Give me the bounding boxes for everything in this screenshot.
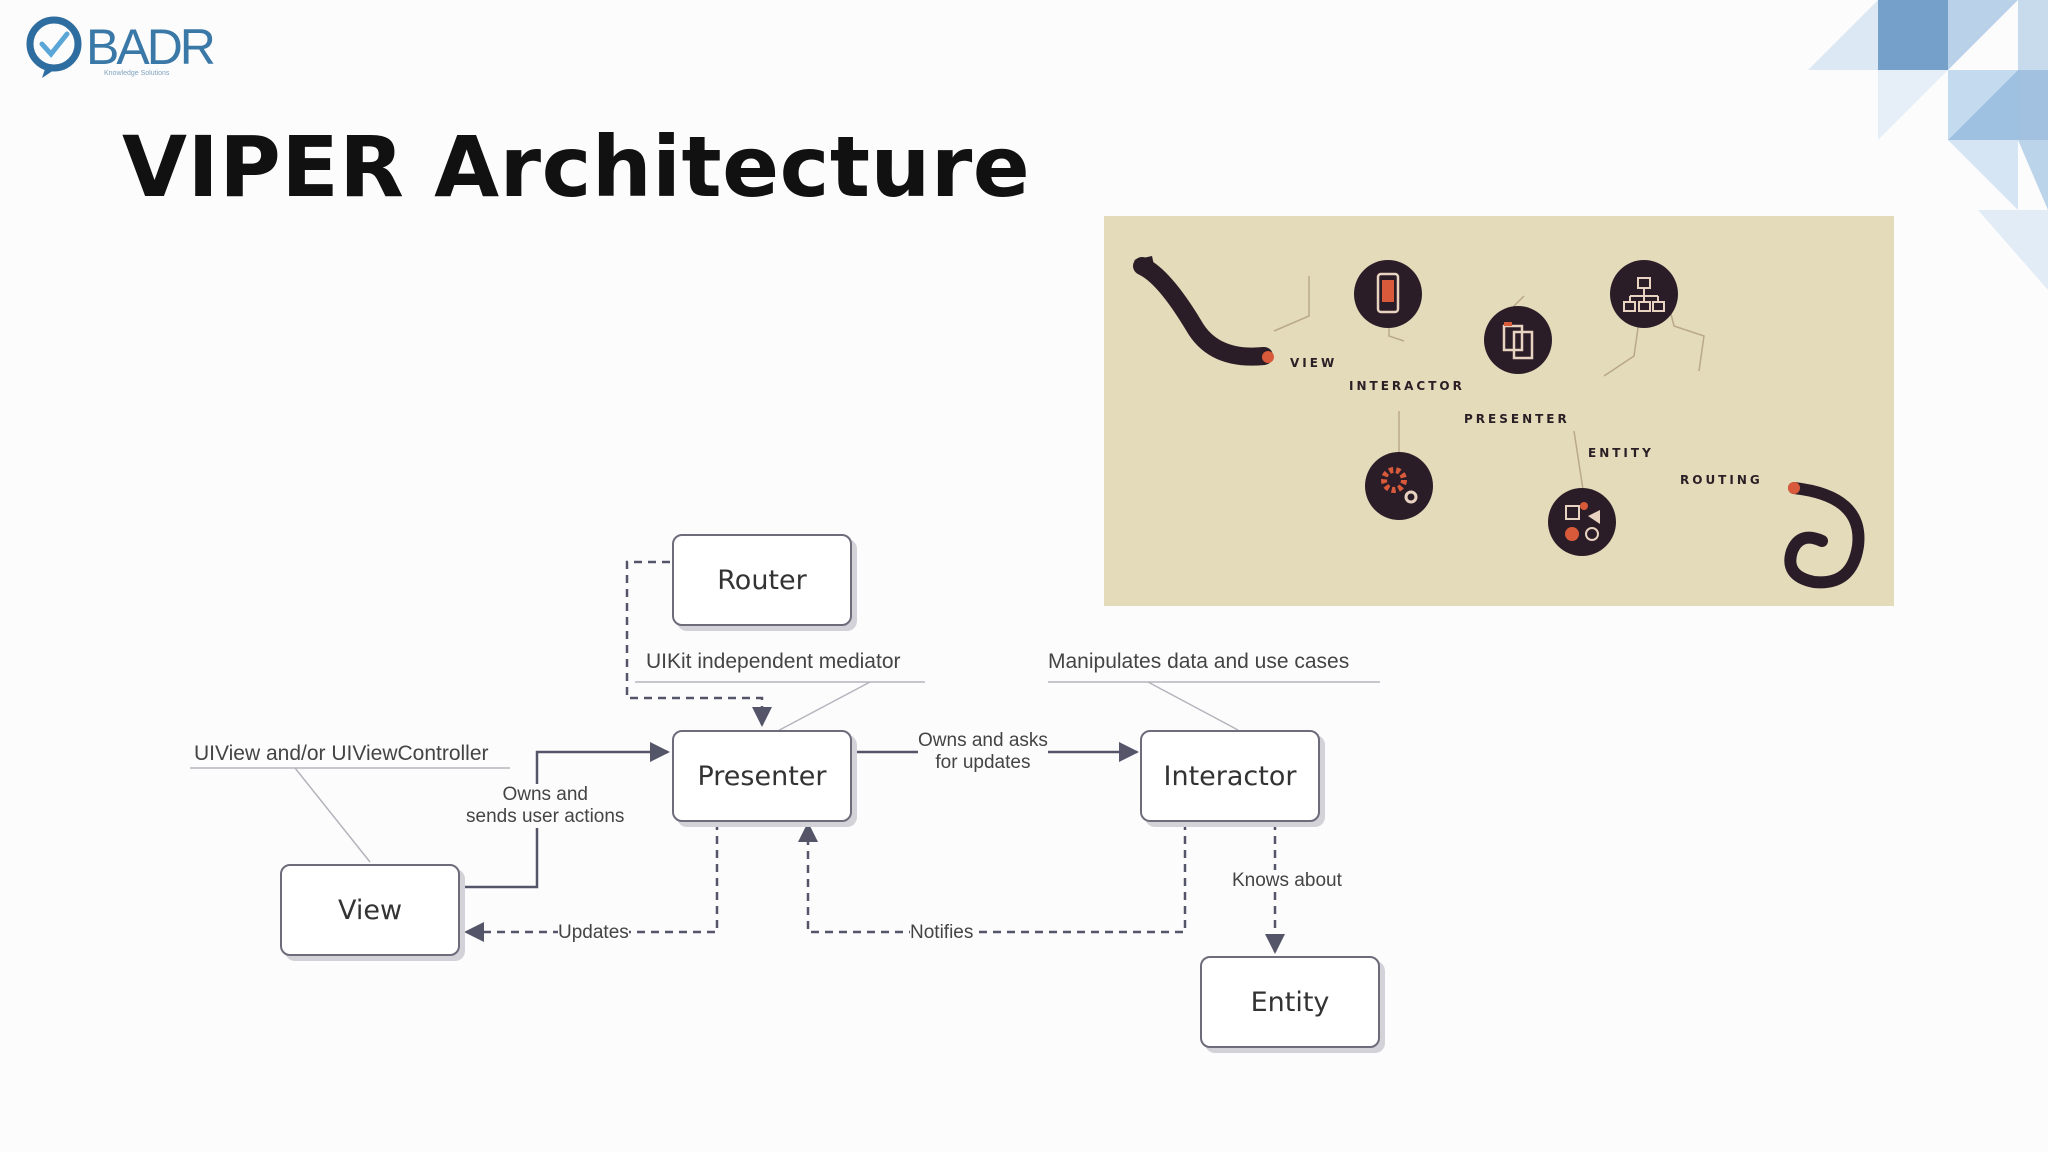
updates-label: Updates (558, 922, 629, 944)
badr-logo: BADR Knowledge Solutions (24, 14, 216, 86)
documents-node-icon (1484, 306, 1552, 374)
view-note: UIView and/or UIViewController (194, 742, 489, 766)
presenter-interactor-label-line1: Owns and asks (918, 730, 1048, 751)
interactor-note: Manipulates data and use cases (1048, 650, 1350, 674)
label-entity: ENTITY (1588, 446, 1654, 460)
notifies-label: Notifies (910, 922, 974, 944)
view-presenter-label-line2: sends user actions (466, 806, 625, 827)
logo-wordmark: BADR (86, 19, 216, 75)
logo-tagline: Knowledge Solutions (104, 70, 170, 77)
interactor-box: Interactor (1140, 730, 1320, 822)
router-note: UIKit independent mediator (646, 650, 901, 674)
label-routing: ROUTING (1680, 473, 1763, 487)
knows-about-label: Knows about (1232, 870, 1342, 892)
viper-illustration: VIEW INTERACTOR PRESENTER ENTITY ROUTING (1104, 216, 1894, 606)
view-presenter-label-line1: Owns and (502, 784, 588, 805)
presenter-interactor-label: Owns and asks for updates (918, 730, 1048, 774)
presenter-box: Presenter (672, 730, 852, 822)
label-presenter: PRESENTER (1464, 412, 1570, 426)
label-interactor: INTERACTOR (1349, 379, 1465, 393)
presenter-interactor-label-line2: for updates (935, 752, 1031, 773)
view-box: View (280, 864, 460, 956)
label-view: VIEW (1290, 356, 1338, 370)
corner-decoration (1808, 0, 2048, 290)
hierarchy-node-icon (1610, 260, 1678, 328)
view-presenter-label: Owns and sends user actions (466, 784, 625, 828)
logo-badge-icon (26, 16, 82, 78)
shapes-node-icon (1548, 488, 1616, 556)
gears-node-icon (1365, 452, 1433, 520)
phone-node-icon (1354, 260, 1422, 328)
slide-title: VIPER Architecture (122, 118, 1031, 216)
router-box: Router (672, 534, 852, 626)
entity-box: Entity (1200, 956, 1380, 1048)
